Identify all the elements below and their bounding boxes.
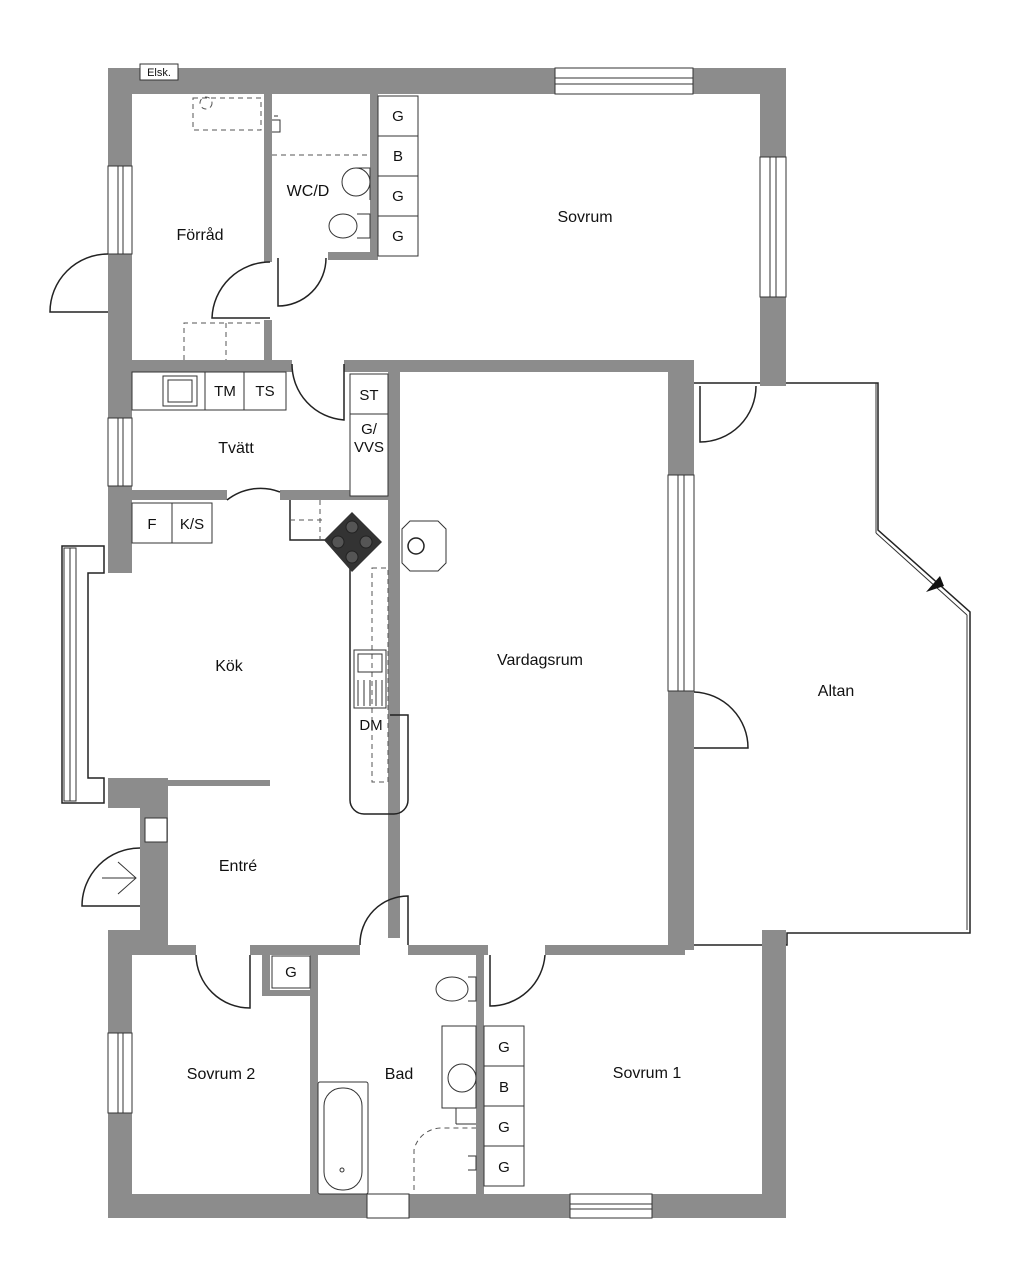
ks-label: K/S — [180, 516, 204, 533]
room-labels: Förråd WC/D Sovrum Tvätt Kök Vardagsrum … — [176, 183, 854, 1083]
room-label-forrad: Förråd — [176, 226, 223, 244]
door-kok-tvatt — [226, 487, 281, 501]
door-bad — [359, 895, 409, 946]
door-sovrum1 — [489, 954, 546, 1007]
window-vardagsrum — [667, 474, 695, 692]
room-label-altan: Altan — [818, 683, 854, 700]
svg-text:B: B — [499, 1079, 509, 1096]
toilet-wcd — [328, 213, 358, 239]
g-vvs-label-1: G/ — [361, 421, 378, 438]
svg-text:G: G — [392, 188, 404, 205]
svg-text:B: B — [393, 148, 403, 165]
room-label-bad: Bad — [385, 1066, 413, 1083]
toilet-bad — [435, 976, 469, 1002]
tvatt-counter — [131, 371, 287, 411]
room-label-wcd: WC/D — [287, 183, 330, 200]
door-forrad-exterior — [49, 253, 109, 313]
doors — [49, 253, 757, 1009]
window-entre — [144, 817, 168, 843]
window-sovrum1 — [569, 1193, 653, 1219]
st-label: ST — [359, 387, 378, 404]
door-sovrum — [699, 385, 757, 443]
door-sovrum2 — [195, 954, 251, 1009]
bathtub — [317, 1081, 369, 1195]
elsk-label: Elsk. — [147, 67, 171, 79]
window-sovrum-right — [759, 156, 787, 298]
entre-wardrobe-label: G — [285, 964, 297, 981]
door-altan — [693, 691, 749, 749]
svg-text:G: G — [498, 1039, 510, 1056]
window-forrad — [107, 165, 133, 255]
sink-tvatt — [162, 375, 198, 407]
svg-text:G: G — [392, 108, 404, 125]
shower-area — [413, 1127, 476, 1190]
vanity-bad — [441, 1025, 477, 1109]
sink-kitchen — [353, 649, 387, 709]
window-sovrum-top — [554, 67, 694, 95]
window-bad — [366, 1193, 410, 1219]
room-label-sovrum: Sovrum — [557, 209, 612, 226]
entry-arrow-icon — [102, 861, 137, 895]
window-sovrum2 — [107, 1032, 133, 1114]
svg-text:G: G — [392, 228, 404, 245]
f-label: F — [147, 516, 156, 533]
room-label-vardagsrum: Vardagsrum — [497, 652, 583, 669]
room-label-sovrum2: Sovrum 2 — [187, 1066, 256, 1083]
interior-walls — [132, 90, 685, 1198]
stove — [324, 512, 382, 572]
door-tvatt — [291, 363, 345, 421]
fixtures: Elsk. G B G G TM TS S — [131, 63, 525, 1195]
svg-text:G: G — [498, 1159, 510, 1176]
wardrobe-top: G B G G — [377, 95, 419, 257]
sink-wcd — [341, 167, 371, 197]
dm-label: DM — [359, 717, 382, 734]
room-label-kok: Kök — [215, 658, 244, 675]
wardrobe-sovrum1: G B G G — [483, 1025, 525, 1187]
bay-window-kok — [61, 545, 105, 804]
room-label-entre: Entré — [219, 858, 257, 875]
elsk-box — [139, 63, 179, 81]
tm-label: TM — [214, 383, 236, 400]
g-vvs-label-2: VVS — [354, 439, 384, 456]
altan-stair-arrow — [926, 576, 944, 592]
room-label-tvatt: Tvätt — [218, 440, 254, 457]
room-label-sovrum1: Sovrum 1 — [613, 1065, 682, 1082]
kitchen-counter — [289, 500, 409, 815]
window-tvatt — [107, 417, 133, 487]
door-entre-exterior — [81, 847, 141, 907]
ts-label: TS — [255, 383, 274, 400]
door-wcd — [277, 257, 327, 307]
svg-text:G: G — [498, 1119, 510, 1136]
altan-deck — [692, 382, 971, 946]
door-forrad — [211, 261, 271, 319]
windows — [61, 67, 787, 1219]
